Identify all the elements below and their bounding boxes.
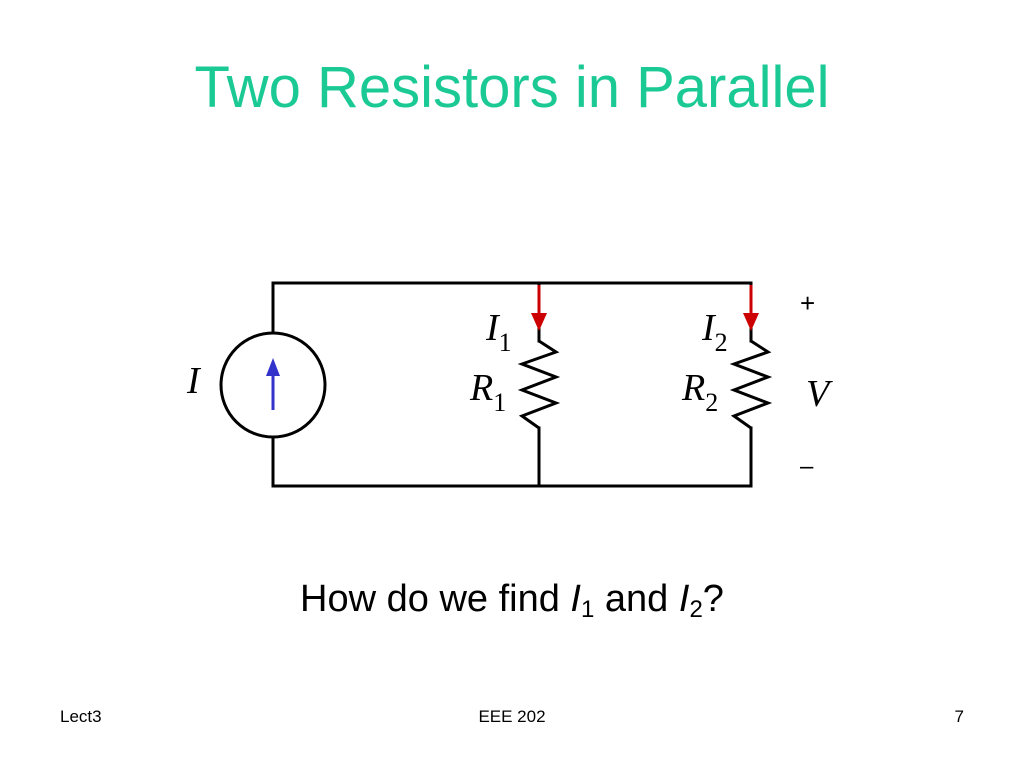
voltage-minus-sign: – xyxy=(800,453,814,480)
question-text: How do we find I1 and I2? xyxy=(0,574,1024,624)
i2-label: I2 xyxy=(701,307,728,357)
r2-symbol: R xyxy=(681,367,705,409)
question-middle: and xyxy=(594,578,679,620)
question-var2: I xyxy=(678,578,690,620)
question-var1: I xyxy=(570,578,581,620)
r1-symbol: R xyxy=(469,367,493,409)
i1-label: I1 xyxy=(485,307,512,357)
i2-symbol: I xyxy=(701,307,717,349)
r1-subscript: 1 xyxy=(493,388,506,417)
source-arrow-up-icon xyxy=(266,358,280,376)
i2-subscript: 2 xyxy=(715,328,728,357)
r1-label: R1 xyxy=(469,367,506,417)
r2-label: R2 xyxy=(681,367,718,417)
footer-page-number: 7 xyxy=(954,707,964,726)
circuit-wires xyxy=(271,281,753,488)
question-prefix: How do we find xyxy=(300,578,571,620)
r2-subscript: 2 xyxy=(705,388,718,417)
resistor-r1-zigzag xyxy=(517,339,561,430)
resistor-r2-zigzag xyxy=(729,339,773,430)
question-sub1: 1 xyxy=(580,596,595,623)
footer-lecture: Lect3 xyxy=(60,707,102,726)
source-current-label: I xyxy=(186,360,202,402)
i2-arrow-down-icon xyxy=(743,313,759,331)
question-sub2: 2 xyxy=(689,596,703,623)
voltage-symbol: V xyxy=(806,373,833,415)
voltage-plus-sign: + xyxy=(800,288,815,318)
i1-symbol: I xyxy=(485,307,501,349)
question-suffix: ? xyxy=(702,578,724,620)
i1-subscript: 1 xyxy=(499,328,512,357)
voltage-label: V xyxy=(806,373,833,415)
slide-title: Two Resistors in Parallel xyxy=(194,55,830,120)
footer-course: EEE 202 xyxy=(478,707,546,726)
i1-arrow-down-icon xyxy=(531,313,547,331)
source-current-symbol: I xyxy=(186,360,202,402)
